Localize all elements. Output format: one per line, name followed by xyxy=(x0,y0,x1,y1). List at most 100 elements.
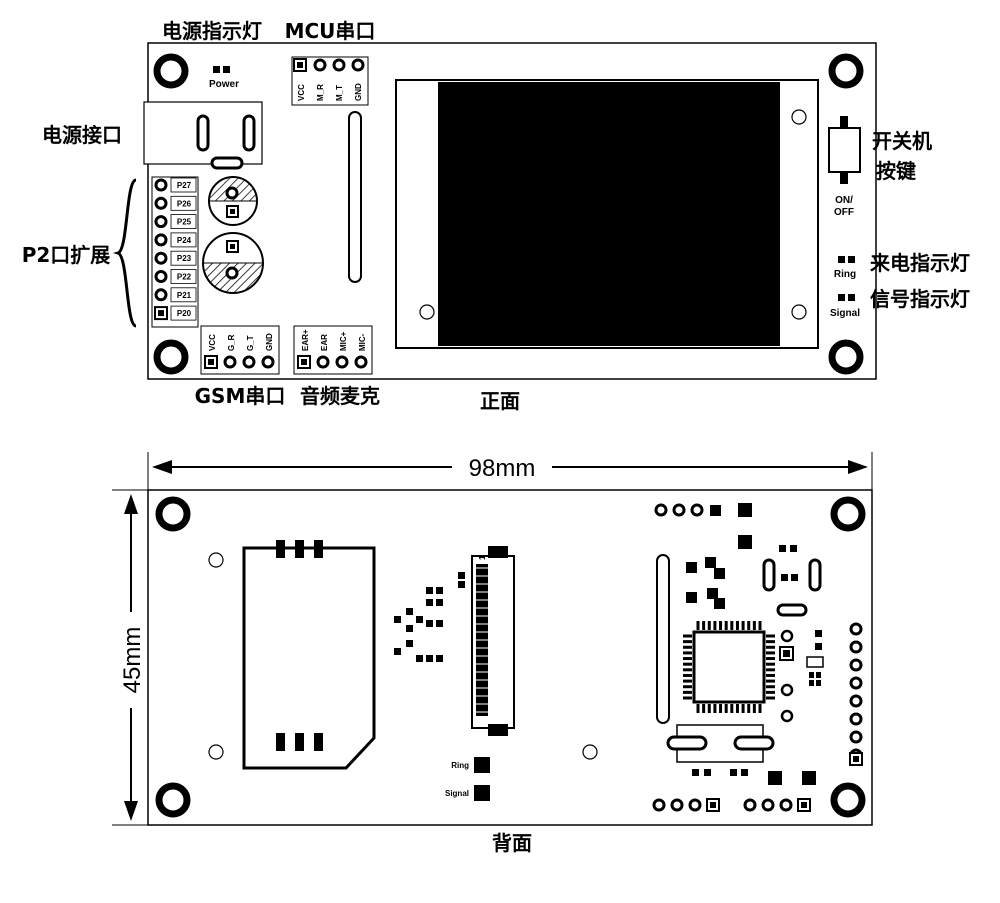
qfp-pin xyxy=(735,621,739,630)
pin-round xyxy=(154,196,168,210)
pin-label-box xyxy=(170,177,197,193)
label-audio-mic: 音频麦克 xyxy=(300,384,380,408)
qfp-pin xyxy=(683,634,692,638)
qfp-pin xyxy=(683,645,692,649)
qfp-pin xyxy=(724,704,728,713)
qfp-pin xyxy=(719,704,723,713)
label-p2-expansion: P2口扩展 xyxy=(22,243,111,267)
qfp-pin xyxy=(766,668,775,672)
mcu-pin-label: GND xyxy=(354,83,363,101)
p2-pin-label: P23 xyxy=(177,254,192,263)
p2-pin-label: P26 xyxy=(177,199,192,208)
height-dimension xyxy=(112,489,160,826)
qfp-pin xyxy=(683,668,692,672)
qfp-pin xyxy=(713,621,717,630)
label-ring-led: 来电指示灯 xyxy=(869,251,970,275)
gsm-pin-label: GND xyxy=(265,333,274,351)
audio-pin-label: MIC- xyxy=(358,333,367,351)
power-silk: Power xyxy=(209,79,239,90)
on-off-silk: ON/ xyxy=(835,195,853,206)
power-jack xyxy=(143,101,263,170)
qfp-pin xyxy=(702,704,706,713)
lcd-screen xyxy=(395,79,819,349)
pin-label-box xyxy=(170,195,197,211)
header-pin xyxy=(849,622,863,636)
header-pin xyxy=(849,694,863,708)
qfp-pin xyxy=(683,685,692,689)
pin-round xyxy=(154,288,168,302)
p2-pin-label: P27 xyxy=(177,181,192,190)
qfp-pin xyxy=(766,696,775,700)
qfp-pin xyxy=(683,657,692,661)
pin-label-box xyxy=(170,232,197,248)
p2-pin-label: P25 xyxy=(177,218,192,227)
qfp-pin xyxy=(683,673,692,677)
qfp-pin xyxy=(741,704,745,713)
capacitor-icon xyxy=(208,176,258,226)
width-dimension xyxy=(147,452,873,492)
audio-pin-label: MIC+ xyxy=(339,331,348,351)
header-pin-square-fill xyxy=(853,756,859,762)
gsm-uart-header: VCC G_R G_T GND xyxy=(200,325,280,375)
label-gsm-uart: GSM串口 xyxy=(195,384,286,408)
qfp-pin xyxy=(730,704,734,713)
mounting-hole-icon xyxy=(155,496,866,818)
header-pin xyxy=(849,676,863,690)
qfp-pin xyxy=(752,621,756,630)
gsm-pin-label: G_T xyxy=(246,335,255,351)
qfp-pin xyxy=(683,690,692,694)
mcu-section xyxy=(652,503,863,812)
qfp-pin xyxy=(766,657,775,661)
gsm-pin-label: G_R xyxy=(227,334,236,351)
mcu-pin-label: M_R xyxy=(316,84,325,101)
pin-label-box xyxy=(170,269,197,284)
qfp-pin xyxy=(758,704,762,713)
qfp-pin xyxy=(766,640,775,644)
label-mcu-uart: MCU串口 xyxy=(285,19,376,43)
pin-round xyxy=(154,178,168,192)
qfp-pin xyxy=(683,696,692,700)
audio-mic-header: EAR+ EAR MIC+ MIC- xyxy=(293,325,373,375)
mounting-hole-icon xyxy=(153,53,864,375)
pin-label-box xyxy=(170,305,197,321)
capacitor-icon xyxy=(202,232,264,294)
header-pin xyxy=(849,640,863,654)
height-dim-label: 45mm xyxy=(119,627,146,694)
pin1-silk: 1 xyxy=(478,555,487,560)
back-signal-silk: Signal xyxy=(445,789,469,798)
signal-silk: Signal xyxy=(830,308,860,319)
gsm-pin-label: VCC xyxy=(208,334,217,351)
label-power-jack: 电源接口 xyxy=(42,123,122,147)
back-ring-silk: Ring xyxy=(451,761,469,770)
qfp-pin xyxy=(766,634,775,638)
audio-pin-label: EAR+ xyxy=(301,329,310,351)
mcu-pin-label: M_T xyxy=(335,85,344,101)
power-switch-button xyxy=(828,116,861,184)
front-caption: 正面 xyxy=(480,389,520,413)
ring-pad xyxy=(474,757,490,773)
qfp-pin xyxy=(747,704,751,713)
back-board: 1 Ring Signal xyxy=(147,489,873,826)
header-pin xyxy=(849,730,863,744)
label-switch-line1: 开关机 xyxy=(872,129,932,153)
p2-brace-icon xyxy=(112,178,137,328)
qfp-pin xyxy=(724,621,728,630)
on-off-silk: OFF xyxy=(834,207,854,218)
qfp-pin xyxy=(766,679,775,683)
pin-label-box xyxy=(170,250,197,266)
qfp-pin xyxy=(741,621,745,630)
sim-card-holder xyxy=(242,540,376,770)
header-pin xyxy=(849,658,863,672)
smd-components xyxy=(394,572,465,662)
pin-label-box xyxy=(170,287,197,303)
qfp-pin xyxy=(730,621,734,630)
label-switch-line2: 按键 xyxy=(876,159,916,183)
qfp-pin xyxy=(702,621,706,630)
label-power-led: 电源指示灯 xyxy=(162,19,262,43)
qfp-pin xyxy=(683,662,692,666)
back-caption: 背面 xyxy=(492,831,532,855)
ring-led-icon xyxy=(838,256,855,263)
